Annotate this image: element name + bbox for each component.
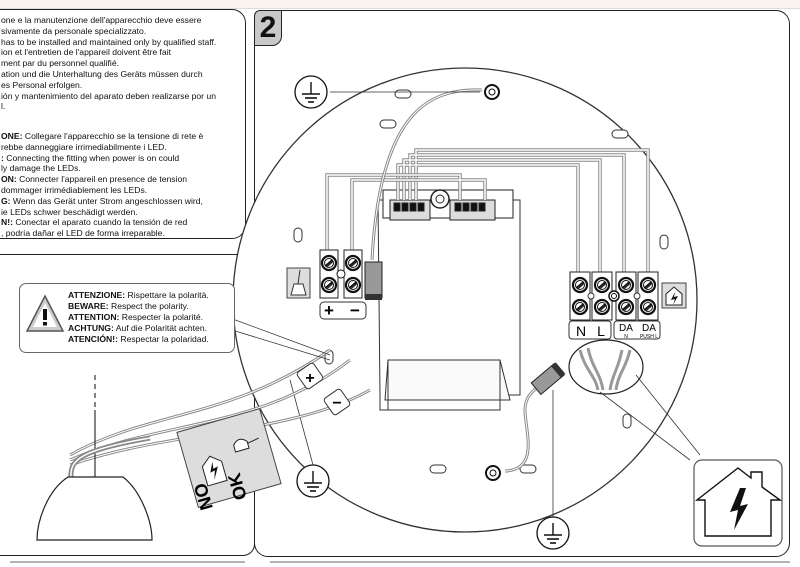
led-driver — [377, 199, 521, 411]
warning-line: N!: Conectar el aparato cuando la tensió… — [1, 217, 188, 228]
polarity-line: ATTENZIONE: Rispettare la polarità. — [68, 290, 209, 300]
notice-line: l. — [1, 101, 6, 112]
notice-line: one e la manutenzione dell'apparecchio d… — [1, 15, 202, 25]
warning-line: ie LEDs schwer beschädigt werden. — [1, 206, 138, 217]
warning-line: ONE: Collegare l'apparecchio se la tensi… — [1, 131, 204, 141]
led-terminal-minus-label: − — [350, 301, 360, 320]
terminal-sublabel-n: N — [624, 334, 628, 340]
cable-entry-grommet — [568, 339, 644, 395]
notice-line: ion et l'entretien de l'appareil doivent… — [1, 47, 172, 58]
cable-tag — [176, 408, 282, 508]
earth-ground-icon-top — [294, 75, 328, 109]
earth-connector — [364, 261, 383, 299]
polarity-line: ATENCIÓN!: Respectar la polaridad. — [68, 334, 209, 344]
polarity-line: BEWARE: Respect the polarity. — [68, 301, 189, 311]
house-mains-voltage-icon-large — [693, 459, 783, 547]
mains-terminal-block — [568, 271, 661, 340]
terminal-label-l: L — [597, 323, 605, 339]
led-terminal-block — [319, 249, 367, 320]
led-terminal-plus-label: + — [324, 301, 334, 320]
step-number-badge: 2 — [254, 10, 282, 46]
notice-line: ation und die Unterhaltung des Geräts mü… — [1, 68, 203, 79]
terminal-sublabel-push: PUSH L — [640, 334, 658, 340]
warning-line: , podría dañar el LED de forma irreparab… — [1, 228, 165, 239]
house-mains-voltage-icon-small — [661, 282, 687, 309]
mounting-slot — [379, 119, 397, 129]
driver-connector-block — [382, 189, 514, 221]
mounting-slot — [611, 129, 629, 139]
warning-line: rebbe danneggiare irrimediabilmente i LE… — [1, 141, 167, 152]
power-warning: ONE: Collegare l'apparecchio se la tensi… — [1, 131, 241, 239]
polarity-line: ACHTUNG: Auf die Polarität achten. — [68, 323, 207, 333]
polarity-warning-callout: ATTENZIONE: Rispettare la polarità. BEWA… — [19, 283, 235, 353]
mounting-slot — [429, 464, 447, 474]
warning-line: ly damage the LEDs. — [1, 163, 81, 174]
pendant-lamp — [36, 375, 153, 541]
warning-triangle-icon — [25, 294, 65, 332]
earth-ground-icon-bottom — [536, 516, 570, 550]
mounting-slot — [519, 464, 537, 474]
earth-connector-bottom — [530, 362, 566, 396]
wire-tag-minus-label: − — [332, 395, 341, 412]
notice-line: ión y mantenimiento del aparato deben re… — [1, 90, 216, 101]
warning-line: ON: Connecter l'appareil en presence de … — [1, 174, 188, 185]
earth-ring-terminal-top — [484, 84, 500, 100]
earth-ground-icon-left — [296, 464, 330, 498]
wire-tag-minus — [323, 388, 351, 416]
mounting-slot — [622, 413, 632, 429]
mounting-slot — [394, 89, 412, 99]
notice-line: ment par du personnel qualifié. — [1, 58, 120, 69]
mounting-slot — [659, 234, 669, 250]
polarity-line: ATTENTION: Respecter la polarité. — [68, 312, 203, 322]
wire-tag-plus — [296, 362, 324, 390]
terminal-label-da-n: DA — [619, 323, 633, 334]
warning-line: G: Wenn das Gerät unter Strom angeschlos… — [1, 195, 203, 206]
earth-ring-terminal-bottom — [485, 465, 501, 481]
installation-notice: one e la manutenzione dell'apparecchio d… — [1, 15, 241, 112]
page-top-strip — [0, 0, 800, 9]
polarity-warning-text: ATTENZIONE: Rispettare la polarità. BEWA… — [68, 290, 209, 345]
warning-line: dommager irrimédiablement les LEDs. — [1, 184, 148, 195]
notice-line: has to be installed and maintained only … — [1, 36, 217, 47]
notice-line: es Personal erfolgen. — [1, 79, 83, 90]
warning-text-panel: one e la manutenzione dell'apparecchio d… — [0, 9, 246, 239]
notice-line: sivamente da personale specializzato. — [1, 25, 147, 36]
warning-line: : Connecting the fitting when power is o… — [1, 152, 180, 163]
lamp-icon — [286, 267, 311, 299]
mounting-slot — [293, 227, 303, 243]
terminal-label-n: N — [576, 323, 586, 339]
terminal-label-da-push: DA — [642, 323, 656, 334]
wire-tag-plus-label: + — [305, 370, 314, 387]
